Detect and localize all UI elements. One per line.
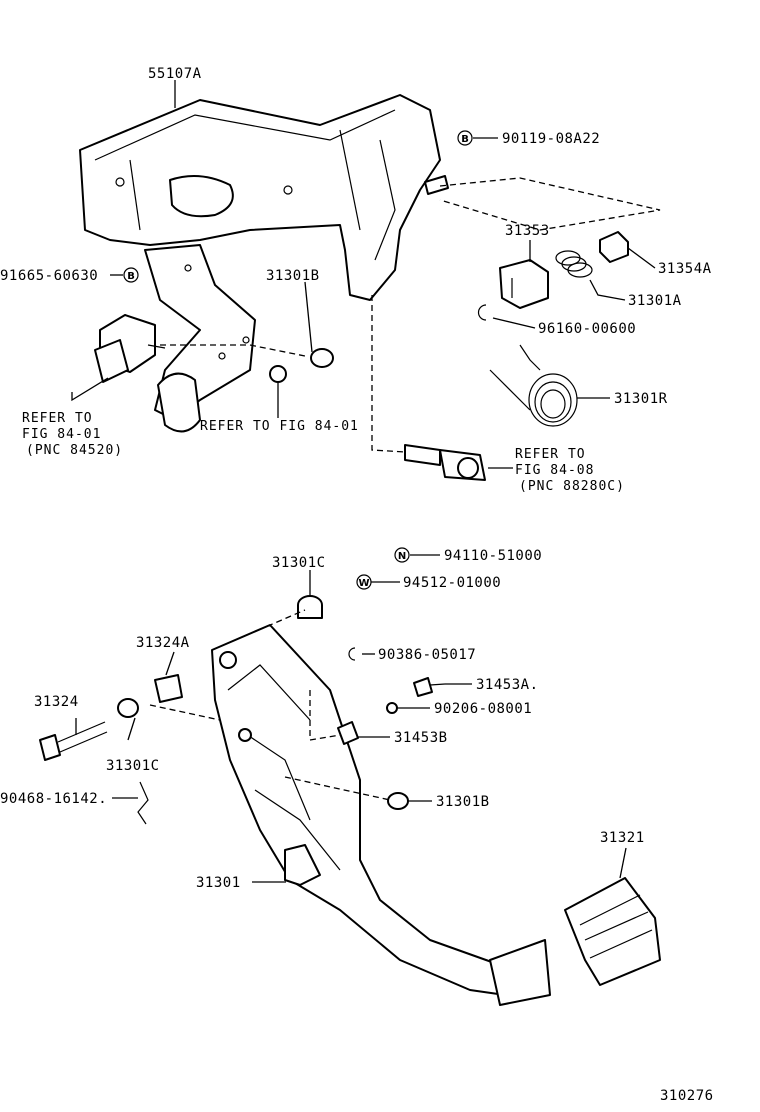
stop-switch-right — [404, 444, 486, 481]
symbol-n: N — [394, 547, 410, 563]
collar-31324a — [154, 674, 183, 703]
ref-right-line2: FIG 84-08 — [515, 463, 594, 478]
label-94110: 94110-51000 — [444, 548, 542, 564]
pin-90468 — [137, 781, 149, 825]
label-31301b-bot: 31301B — [436, 794, 490, 810]
spring-31301r — [489, 344, 578, 427]
symbol-w: W — [356, 574, 372, 590]
clutch-switch-left — [94, 314, 166, 383]
label-55107a: 55107A — [148, 66, 202, 82]
clip-90386 — [348, 647, 356, 661]
label-31353: 31353 — [505, 223, 550, 239]
label-90468: 90468-16142. — [0, 791, 107, 807]
bushing-31353 — [499, 259, 549, 309]
symbol-b-1: B — [457, 130, 473, 146]
label-31324: 31324 — [34, 694, 79, 710]
label-90386: 90386-05017 — [378, 647, 476, 663]
bolt-31453a — [413, 677, 446, 697]
label-31301: 31301 — [196, 875, 241, 891]
pedal-pad-31321 — [564, 877, 661, 986]
label-31301c-top: 31301C — [272, 555, 326, 571]
figure-number: 310276 — [660, 1088, 714, 1104]
label-31453a: 31453A. — [476, 677, 539, 693]
nut-ref — [269, 365, 287, 383]
bushing-31301c-top — [297, 595, 323, 619]
label-31301r: 31301R — [614, 391, 668, 407]
label-94512: 94512-01000 — [403, 575, 501, 591]
svg-text:B: B — [127, 271, 135, 282]
label-31301c-bot: 31301C — [106, 758, 160, 774]
label-31301b-top: 31301B — [266, 268, 320, 284]
ref-right-line3: (PNC 88280C) — [519, 479, 625, 494]
nut-90206 — [386, 702, 398, 714]
ref-right-line1: REFER TO — [515, 447, 586, 462]
e-clip-96160 — [477, 304, 487, 321]
clutch-pedal-arm — [211, 624, 551, 1006]
bracket-stud — [424, 175, 449, 195]
clip-31301b-bot — [387, 792, 409, 810]
svg-text:B: B — [461, 134, 469, 145]
bushing-31301c-bot — [117, 698, 139, 718]
label-96160: 96160-00600 — [538, 321, 636, 337]
label-90206: 90206-08001 — [434, 701, 532, 717]
label-31321: 31321 — [600, 830, 645, 846]
bolt-31324 — [39, 721, 108, 761]
ref-mid: REFER TO FIG 84-01 — [200, 419, 359, 434]
svg-text:W: W — [358, 578, 369, 589]
svg-text:N: N — [398, 551, 406, 562]
symbol-b-2: B — [123, 267, 139, 283]
pedal-support-bracket — [79, 94, 441, 433]
label-90119: 90119-08A22 — [502, 131, 600, 147]
clip-31301b-top — [310, 348, 334, 368]
label-91665: 91665-60630 — [0, 268, 98, 284]
label-31324a: 31324A — [136, 635, 190, 651]
ref-left-line1: REFER TO — [22, 411, 93, 426]
ref-left-line3: (PNC 84520) — [26, 443, 123, 458]
label-31453b: 31453B — [394, 730, 448, 746]
label-31354a: 31354A — [658, 261, 712, 277]
spring-31301a — [555, 250, 593, 278]
cushion-31453b — [337, 721, 359, 745]
collar-31354a — [599, 231, 629, 263]
label-31301a: 31301A — [628, 293, 682, 309]
ref-left-line2: FIG 84-01 — [22, 427, 101, 442]
